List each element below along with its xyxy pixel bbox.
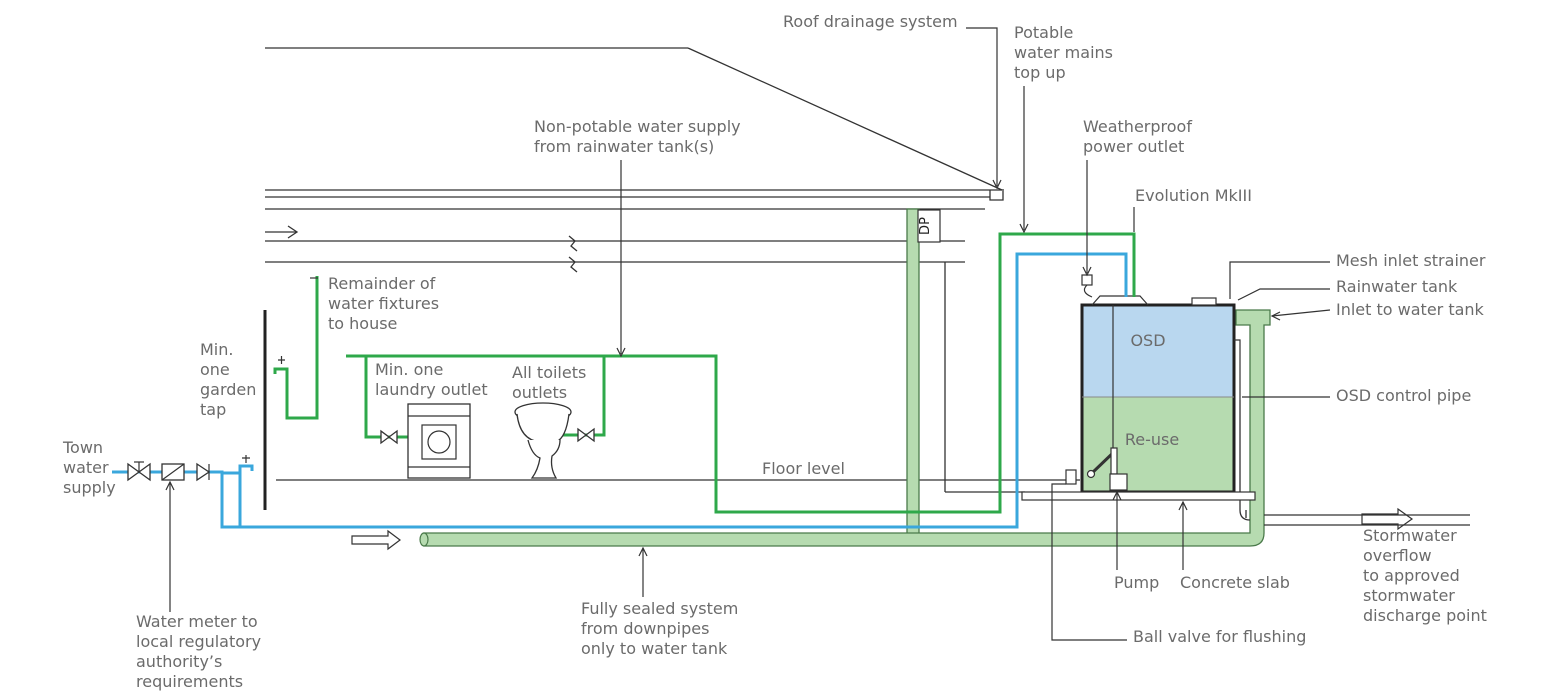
downpipe-label: DP [918,217,933,235]
power-outlet-icon [1081,274,1093,286]
rainwater-tank: OSD Re-use [1021,274,1256,501]
inlet-tank-label: Inlet to water tank [1336,300,1484,319]
toilet-valve-icon [577,427,595,443]
house-fixtures-pipe [285,276,319,420]
ball-valve-icon [1065,469,1077,485]
tank-osd-label: OSD [1130,331,1165,350]
washing-machine-icon [407,403,471,479]
house-outline [263,47,1080,510]
laundry-valve-icon [380,429,398,445]
flow-arrow-icon [351,529,401,551]
toilet-icon [514,402,572,479]
roof-drainage-label: Roof drainage system [783,12,958,31]
water-meter-label: Water meter to local regulatory authorit… [136,612,262,691]
fully-sealed-label: Fully sealed system from downpipes only … [581,599,739,658]
downpipe [906,208,920,537]
concrete-slab [1021,491,1256,501]
overflow-arrow-icon [1361,507,1414,531]
pump-label: Pump [1114,573,1160,592]
mesh-strainer [1191,297,1217,306]
osd-zone [1082,305,1234,397]
non-potable-supply-label: Non-potable water supply from rainwater … [534,117,741,156]
osd-control-label: OSD control pipe [1336,386,1472,405]
tank-reuse-label: Re-use [1125,430,1179,449]
toilets-outlets-label: All toilets outlets [512,363,587,402]
check-valve-icon [196,462,211,482]
potable-mains-label: Potable water mains top up [1014,23,1113,82]
laundry-outlet-label: Min. one laundry outlet [375,360,488,399]
rainwater-tank-label: Rainwater tank [1336,277,1458,296]
weatherproof-outlet-label: Weatherproof power outlet [1083,117,1192,156]
stormwater-overflow-label: Stormwater overflow to approved stormwat… [1363,526,1487,625]
garden-tap-icon [238,464,254,472]
floor-level-label: Floor level [762,459,845,478]
pump-icon [1109,473,1128,491]
sealed-pipe [423,309,1271,547]
house-tap-icon [273,367,289,375]
leader-lines [165,27,1331,641]
stormwater-pipes: DP [351,208,1470,551]
non-potable-main-pipe [346,232,1136,514]
ball-valve-label: Ball valve for flushing [1133,627,1307,646]
remainder-fixtures-label: Remainder of water fixtures to house [328,274,440,333]
evolution-label: Evolution MkIII [1135,186,1252,205]
garden-supply-pipe [222,471,242,527]
toilet-branch-pipe [560,356,606,437]
mesh-strainer-label: Mesh inlet strainer [1336,251,1486,270]
potable-pipes [112,252,1128,529]
town-supply-label: Town water supply [63,438,116,497]
non-potable-pipes [273,232,1136,514]
reuse-zone [1082,397,1234,492]
concrete-slab-label: Concrete slab [1180,573,1290,592]
garden-tap-label: Min. one garden tap [200,340,257,419]
